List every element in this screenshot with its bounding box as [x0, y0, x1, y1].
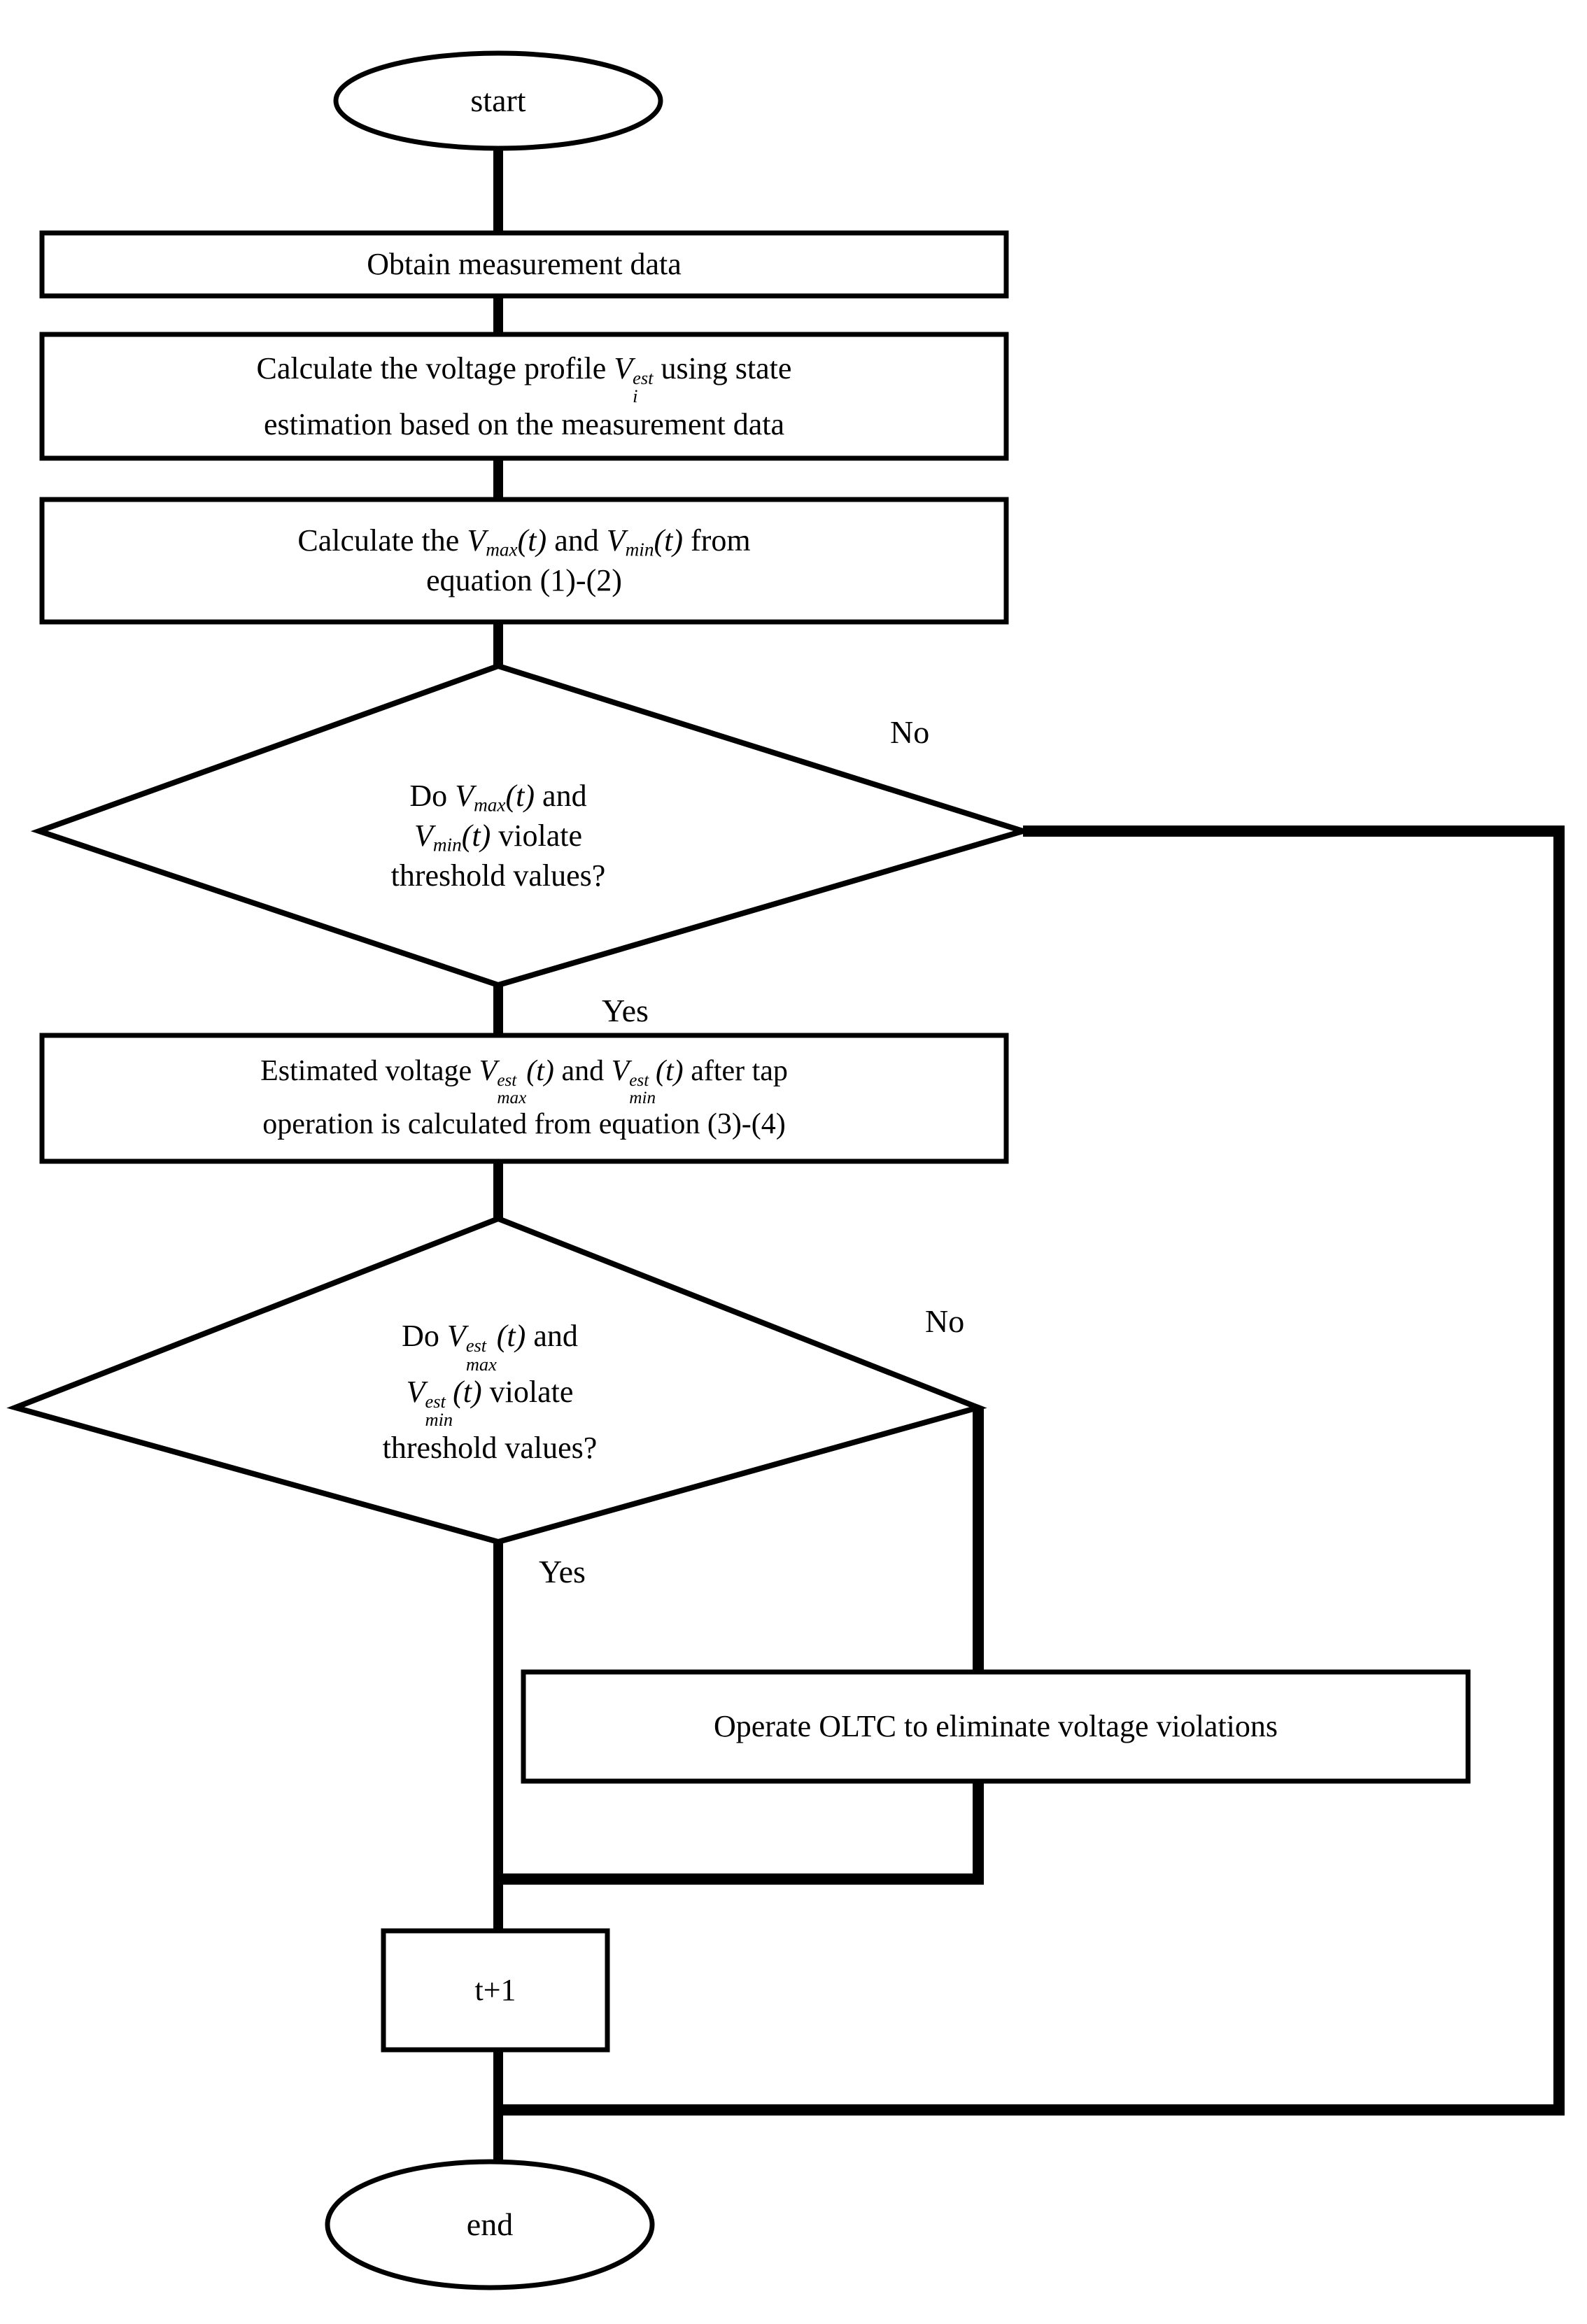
decision1-diamond: [30, 663, 1033, 989]
calc-vmax-vmin-box: [39, 497, 1009, 625]
shape-layer: [6, 50, 1471, 2290]
edge-decision2-no-return: [498, 1408, 984, 1885]
increment-t-box: [381, 1928, 610, 2053]
end-ellipse: [325, 2159, 655, 2290]
decision1-no-label: No: [890, 714, 930, 750]
start-ellipse: [333, 50, 663, 151]
decision2-no-label: No: [925, 1303, 965, 1339]
obtain-data-box: [39, 230, 1009, 299]
calc-profile-box: [39, 332, 1009, 461]
decision2-yes-label: Yes: [539, 1554, 586, 1589]
estimated-voltage-box: [39, 1033, 1009, 1164]
decision2-diamond: [6, 1215, 987, 1545]
edge-decision1-no-return: [498, 826, 1565, 2116]
connector-layer: [493, 146, 1565, 2162]
operate-oltc-box: [521, 1669, 1471, 1784]
decision1-yes-label: Yes: [602, 993, 649, 1028]
